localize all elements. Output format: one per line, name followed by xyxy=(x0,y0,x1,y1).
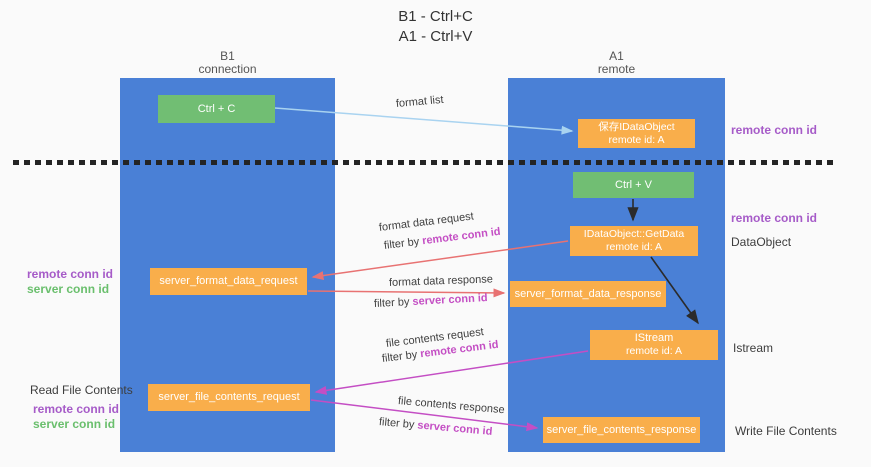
getdata-line1: IDataObject::GetData xyxy=(583,228,685,240)
flow-label-filter-server-2: filter by server conn id xyxy=(378,416,492,438)
left-remote-conn-id-bottom: remote conn id xyxy=(33,402,120,416)
lane-header-a1: A1 remote xyxy=(508,50,725,76)
lane-header-b1: B1 connection xyxy=(120,50,335,76)
file-response-label: server_file_contents_response xyxy=(546,423,697,436)
server-conn-id-highlight: server conn id xyxy=(412,292,488,308)
right-istream-label: Istream xyxy=(733,341,774,355)
title-line-2: A1 - Ctrl+V xyxy=(398,28,473,45)
istream-box: IStream remote id: A xyxy=(590,330,718,360)
ctrl-v-box: Ctrl + V xyxy=(573,172,694,198)
right-remote-conn-id-mid: remote conn id xyxy=(731,211,818,225)
server-file-contents-request-box: server_file_contents_request xyxy=(148,384,310,411)
lane-a1-subtitle: remote xyxy=(597,62,636,76)
save-idataobject-box: 保存IDataObject remote id: A xyxy=(578,119,695,148)
left-server-conn-id-bottom: server conn id xyxy=(33,417,116,431)
istream-line2: remote id: A xyxy=(625,345,683,357)
page-title: B1 - Ctrl+C A1 - Ctrl+V xyxy=(0,7,871,47)
filter-by-text: filter by xyxy=(383,235,423,252)
dashed-session-divider xyxy=(13,160,835,165)
right-remote-conn-id-top: remote conn id xyxy=(731,123,818,137)
istream-line1: IStream xyxy=(634,332,674,344)
save-idataobject-line1: 保存IDataObject xyxy=(598,120,675,133)
lane-a1-name: A1 xyxy=(609,49,624,63)
format-response-label: server_format_data_response xyxy=(514,287,662,300)
left-remote-conn-id-top: remote conn id xyxy=(27,267,114,281)
file-request-label: server_file_contents_request xyxy=(158,391,300,403)
format-request-label: server_format_data_request xyxy=(159,275,298,287)
lane-b1-subtitle: connection xyxy=(198,62,257,76)
flow-label-file-contents-response: file contents response xyxy=(397,395,506,417)
left-read-file-contents-label: Read File Contents xyxy=(30,383,133,397)
server-conn-id-highlight: server conn id xyxy=(416,419,493,438)
server-format-data-request-box: server_format_data_request xyxy=(150,268,307,295)
idataobject-getdata-box: IDataObject::GetData remote id: A xyxy=(570,226,698,256)
flow-label-format-data-response: format data response xyxy=(388,273,494,289)
left-server-conn-id-top: server conn id xyxy=(27,282,110,296)
save-idataobject-line2: remote id: A xyxy=(608,133,665,146)
flow-label-filter-server-1: filter by server conn id xyxy=(374,292,488,310)
right-dataobject-label: DataObject xyxy=(731,235,792,249)
remote-conn-id-highlight: remote conn id xyxy=(421,225,502,248)
filter-by-text: filter by xyxy=(381,348,421,365)
right-write-file-contents-label: Write File Contents xyxy=(735,424,837,438)
lane-b1-name: B1 xyxy=(220,49,235,63)
getdata-line2: remote id: A xyxy=(605,241,663,253)
flow-label-format-list: format list xyxy=(395,93,445,110)
server-format-data-response-box: server_format_data_response xyxy=(510,281,666,307)
filter-by-text: filter by xyxy=(373,295,413,310)
ctrl-c-label: Ctrl + C xyxy=(197,102,236,115)
ctrl-c-box: Ctrl + C xyxy=(158,95,275,123)
filter-by-text: filter by xyxy=(378,416,418,432)
server-file-contents-response-box: server_file_contents_response xyxy=(543,417,700,443)
ctrl-v-label: Ctrl + V xyxy=(615,178,652,191)
title-line-1: B1 - Ctrl+C xyxy=(398,8,473,25)
